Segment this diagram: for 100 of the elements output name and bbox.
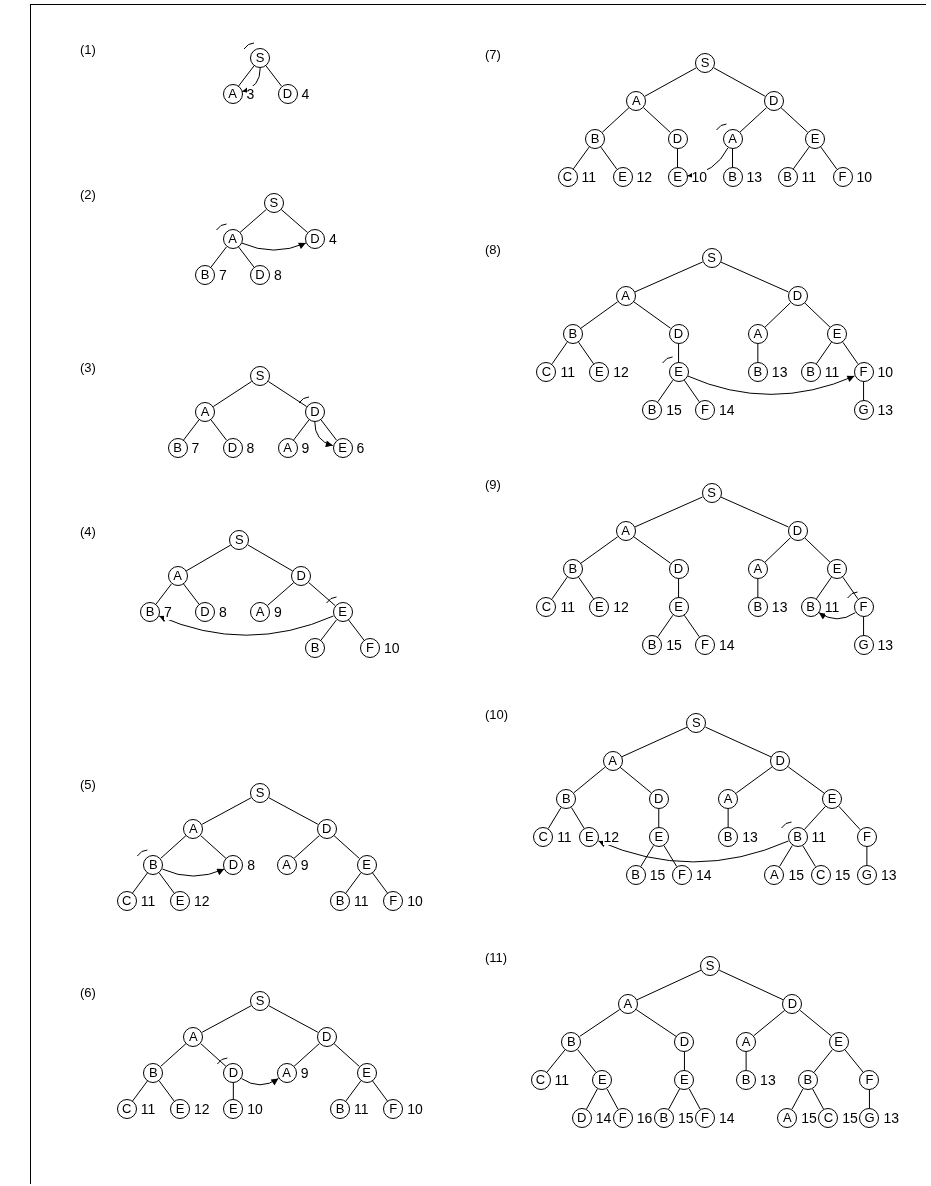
cost-label: 15 xyxy=(842,1110,858,1126)
node-circle: D xyxy=(277,84,298,104)
tree-edge xyxy=(815,341,832,365)
tree-edge xyxy=(799,1009,832,1037)
node-circle: C xyxy=(116,1099,137,1119)
cost-label: 12 xyxy=(194,1101,210,1117)
tree-edge xyxy=(813,1049,833,1073)
tree-edge xyxy=(745,1051,747,1071)
tree-edge xyxy=(345,872,362,894)
cost-label: 13 xyxy=(883,1110,899,1126)
tree-edge xyxy=(688,1088,701,1110)
node-circle: S xyxy=(686,713,707,733)
node-circle: B xyxy=(562,559,583,579)
tree-edge xyxy=(247,544,294,572)
node-circle: D xyxy=(305,402,325,422)
node-circle: C xyxy=(530,1070,551,1090)
tree-edge xyxy=(160,1043,187,1067)
tree-edge xyxy=(183,419,200,441)
node-circle: D xyxy=(648,789,669,809)
node-circle: E xyxy=(805,129,825,149)
tree-edge xyxy=(547,807,562,829)
node-circle: A xyxy=(777,1108,798,1128)
tree-edge xyxy=(577,1049,597,1073)
cost-label: 15 xyxy=(666,637,682,653)
step-number: (11) xyxy=(485,950,508,965)
step-number: (8) xyxy=(485,242,501,257)
tree-edge xyxy=(183,583,200,605)
node-circle: D xyxy=(787,286,808,306)
node-circle: C xyxy=(536,362,557,382)
tree-edge xyxy=(732,148,733,168)
tree-edge xyxy=(636,969,702,1001)
cost-label: 13 xyxy=(880,867,897,883)
cost-label: 8 xyxy=(247,857,256,873)
node-circle: B xyxy=(653,1108,674,1128)
tree-edge xyxy=(551,576,568,600)
tree-edge xyxy=(210,419,227,441)
tree-edge xyxy=(704,726,772,758)
tree-edge xyxy=(155,583,172,605)
tree-edge xyxy=(132,872,148,894)
node-circle: G xyxy=(853,635,874,655)
node-circle: S xyxy=(700,956,721,976)
cost-label: 12 xyxy=(613,599,629,615)
node-circle: C xyxy=(818,1108,839,1128)
tree-edge xyxy=(757,343,759,363)
tree-edge xyxy=(683,379,700,403)
node-circle: F xyxy=(383,891,404,911)
cost-label: 11 xyxy=(354,893,369,909)
node-circle: G xyxy=(859,1108,880,1128)
node-circle: B xyxy=(562,324,583,344)
cost-label: 13 xyxy=(742,829,758,845)
cost-label: 12 xyxy=(194,893,210,909)
node-circle: B xyxy=(800,597,821,617)
tree-edge xyxy=(293,1043,320,1067)
node-circle: E xyxy=(170,891,190,911)
tree-edge xyxy=(267,582,295,606)
node-circle: A xyxy=(276,855,297,875)
node-circle: D xyxy=(763,91,784,111)
node-circle: B xyxy=(718,827,739,847)
tree-edge xyxy=(842,341,859,365)
node-circle: A xyxy=(277,438,298,458)
node-circle: D xyxy=(250,265,270,285)
node-circle: D xyxy=(571,1108,592,1128)
node-circle: B xyxy=(330,1099,350,1119)
tree-edge xyxy=(678,343,680,363)
node-circle: A xyxy=(276,1063,297,1083)
node-circle: B xyxy=(736,1070,757,1090)
node-circle: A xyxy=(183,819,204,839)
tree-edge xyxy=(868,1089,870,1109)
tree-edge xyxy=(580,301,619,329)
tree-edge xyxy=(573,766,606,794)
cost-label: 10 xyxy=(407,1101,423,1117)
tree-edge xyxy=(753,1009,786,1037)
tree-edge xyxy=(265,65,282,87)
node-circle: S xyxy=(250,991,270,1011)
node-circle: D xyxy=(316,819,337,839)
step-number: (10) xyxy=(485,707,509,722)
node-circle: D xyxy=(305,229,325,249)
cost-label: 13 xyxy=(877,402,894,418)
tree-edge xyxy=(308,582,336,606)
cost-label: 11 xyxy=(824,599,840,615)
tree-edge xyxy=(634,496,703,528)
node-circle: B xyxy=(747,597,768,617)
node-circle: E xyxy=(356,855,377,875)
node-circle: E xyxy=(667,167,688,187)
tree-edge xyxy=(201,797,252,825)
cost-label: 11 xyxy=(560,364,575,380)
tree-edge xyxy=(683,1051,685,1071)
node-circle: S xyxy=(229,530,250,550)
cost-label: 11 xyxy=(557,829,572,845)
cost-label: 12 xyxy=(603,829,619,845)
node-circle: B xyxy=(747,362,768,382)
node-circle: F xyxy=(853,362,874,382)
tree-edge xyxy=(372,1080,388,1102)
step-number: (2) xyxy=(80,187,96,202)
step-number: (1) xyxy=(80,42,96,57)
arrow xyxy=(598,840,789,863)
node-circle: A xyxy=(764,865,785,885)
node-circle: B xyxy=(140,602,160,622)
step-number: (4) xyxy=(80,524,96,539)
tree-edge xyxy=(668,1088,681,1110)
